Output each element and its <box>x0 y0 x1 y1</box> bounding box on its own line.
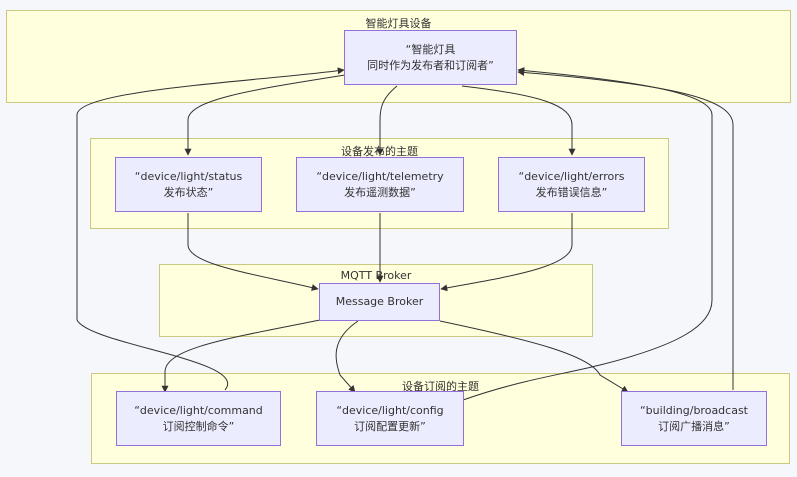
edge-command-to-lamp <box>76 67 345 391</box>
node-topic-config: “device/light/config 订阅配置更新” <box>316 391 464 446</box>
node-topic-command-line2: 订阅控制命令” <box>162 419 235 433</box>
node-topic-config-line1: “device/light/config <box>336 403 444 417</box>
node-smart-light: “智能灯具 同时作为发布者和订阅者” <box>344 30 517 85</box>
node-topic-broadcast-line1: “building/broadcast <box>639 403 748 417</box>
node-smart-light-line2: 同时作为发布者和订阅者” <box>367 58 494 72</box>
node-topic-status-line2: 发布状态” <box>163 185 214 199</box>
node-topic-errors: “device/light/errors 发布错误信息” <box>498 157 645 212</box>
node-topic-broadcast: “building/broadcast 订阅广播消息” <box>621 391 767 446</box>
node-topic-status-line1: “device/light/status <box>134 169 243 183</box>
node-topic-command: “device/light/command 订阅控制命令” <box>116 391 281 446</box>
node-topic-broadcast-line2: 订阅广播消息” <box>658 419 730 433</box>
node-smart-light-line1: “智能灯具 <box>405 42 456 56</box>
node-topic-telemetry-line2: 发布遥测数据” <box>344 185 416 199</box>
node-topic-config-line2: 订阅配置更新” <box>354 419 426 433</box>
edge-config-to-lamp <box>462 67 713 401</box>
edge-broadcast-to-lamp <box>517 69 734 390</box>
node-topic-errors-line1: “device/light/errors <box>518 169 625 183</box>
node-message-broker: Message Broker <box>319 283 440 321</box>
node-topic-errors-line2: 发布错误信息” <box>535 185 608 199</box>
node-topic-telemetry-line1: “device/light/telemetry <box>316 169 444 183</box>
node-topic-status: “device/light/status 发布状态” <box>115 157 262 212</box>
node-topic-command-line1: “device/light/command <box>134 403 263 417</box>
cluster-title-device: 智能灯具设备 <box>365 17 432 30</box>
node-message-broker-label: Message Broker <box>335 295 424 308</box>
cluster-title-broker: MQTT Broker <box>340 269 412 282</box>
node-topic-telemetry: “device/light/telemetry 发布遥测数据” <box>296 157 464 212</box>
